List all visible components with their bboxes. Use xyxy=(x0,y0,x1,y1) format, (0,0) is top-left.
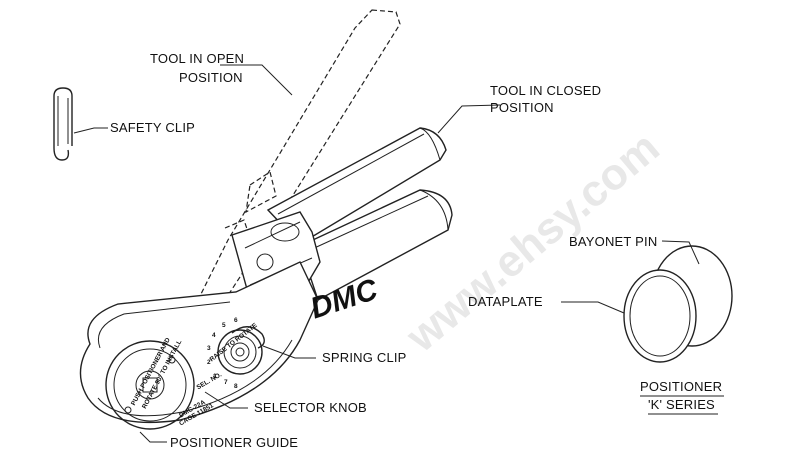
selector-number: 3 xyxy=(207,345,211,352)
label-positioner-title-line1: POSITIONER xyxy=(640,379,722,394)
positioner-guide xyxy=(105,340,195,430)
leader-lines xyxy=(73,64,700,443)
selector-number: 4 xyxy=(212,332,216,339)
label-tool-closed-line1: TOOL IN CLOSED xyxy=(490,83,601,98)
selector-number: 6 xyxy=(234,317,238,324)
label-safety-clip: SAFETY CLIP xyxy=(110,120,195,135)
positioner-k-series xyxy=(623,245,733,363)
upper-handle xyxy=(266,127,447,245)
lower-handle xyxy=(299,189,453,302)
label-spring-clip: SPRING CLIP xyxy=(322,350,407,365)
label-tool-open-line1: TOOL IN OPEN xyxy=(150,51,244,66)
label-tool-open-line2: POSITION xyxy=(179,70,243,85)
label-selector-knob: SELECTOR KNOB xyxy=(254,400,367,415)
label-tool-closed-line2: POSITION xyxy=(490,100,554,115)
selector-numbers: 1 2 3 4 5 6 7 8 xyxy=(207,317,238,390)
tool-head xyxy=(79,261,319,424)
label-bayonet-pin: BAYONET PIN xyxy=(569,234,657,249)
label-positioner-title-line2: 'K' SERIES xyxy=(648,397,715,412)
label-positioner-guide: POSITIONER GUIDE xyxy=(170,435,298,450)
spring-clip xyxy=(231,326,265,349)
selector-knob xyxy=(217,329,263,375)
label-dataplate: DATAPLATE xyxy=(468,294,543,309)
safety-clip xyxy=(53,87,73,161)
selector-number: 7 xyxy=(224,379,228,386)
selector-number: 1 xyxy=(213,373,217,380)
selector-number: 5 xyxy=(222,322,226,329)
selector-number: 2 xyxy=(207,359,211,366)
selector-number: 8 xyxy=(234,383,238,390)
